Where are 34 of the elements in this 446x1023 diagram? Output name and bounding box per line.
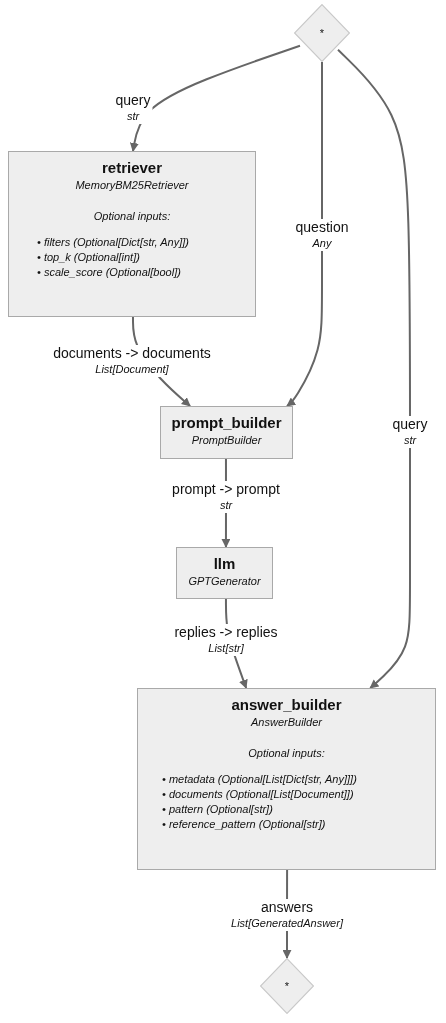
section-heading: Optional inputs: xyxy=(248,746,325,760)
component-name: llm xyxy=(213,554,236,573)
component-type: GPTGenerator xyxy=(188,574,261,589)
component-name: answer_builder xyxy=(231,695,342,714)
arrow xyxy=(337,48,411,689)
component-name: prompt_builder xyxy=(171,413,282,432)
list-item: • documents (Optional[List[Document]]) xyxy=(162,787,355,802)
list-item: • metadata (Optional[List[Dict[str, Any]]]) xyxy=(162,772,357,787)
section-heading: Optional inputs: xyxy=(93,209,171,223)
component-name: retriever xyxy=(101,158,162,177)
component-box xyxy=(8,151,256,317)
component-box xyxy=(160,406,293,459)
node-label: * xyxy=(284,980,290,992)
node-label: * xyxy=(319,27,325,39)
edge-label: question Any xyxy=(293,219,351,251)
edge-label: prompt -> prompt str xyxy=(170,481,282,513)
edge-label: documents -> documents List[Document] xyxy=(51,345,213,377)
list-item: • top_k (Optional[int]) xyxy=(37,250,141,265)
list-item: • scale_score (Optional[bool]) xyxy=(37,265,182,280)
list-item: • pattern (Optional[str]) xyxy=(162,802,274,817)
list-item: • filters (Optional[Dict[str, Any]]) xyxy=(37,235,189,250)
component-type: PromptBuilder xyxy=(191,433,262,448)
component-box xyxy=(137,688,436,870)
edge-label: replies -> replies List[str] xyxy=(172,624,280,656)
terminal-diamond xyxy=(260,958,314,1014)
edge-label: answers List[GeneratedAnswer] xyxy=(229,899,345,931)
arrow xyxy=(286,61,323,407)
arrow xyxy=(129,44,301,152)
component-type: MemoryBM25Retriever xyxy=(75,178,189,193)
edge-label: query str xyxy=(390,416,430,448)
terminal-diamond xyxy=(294,4,350,62)
component-type: AnswerBuilder xyxy=(251,715,322,730)
component-box xyxy=(176,547,273,599)
list-item: • reference_pattern (Optional[str]) xyxy=(162,817,327,832)
